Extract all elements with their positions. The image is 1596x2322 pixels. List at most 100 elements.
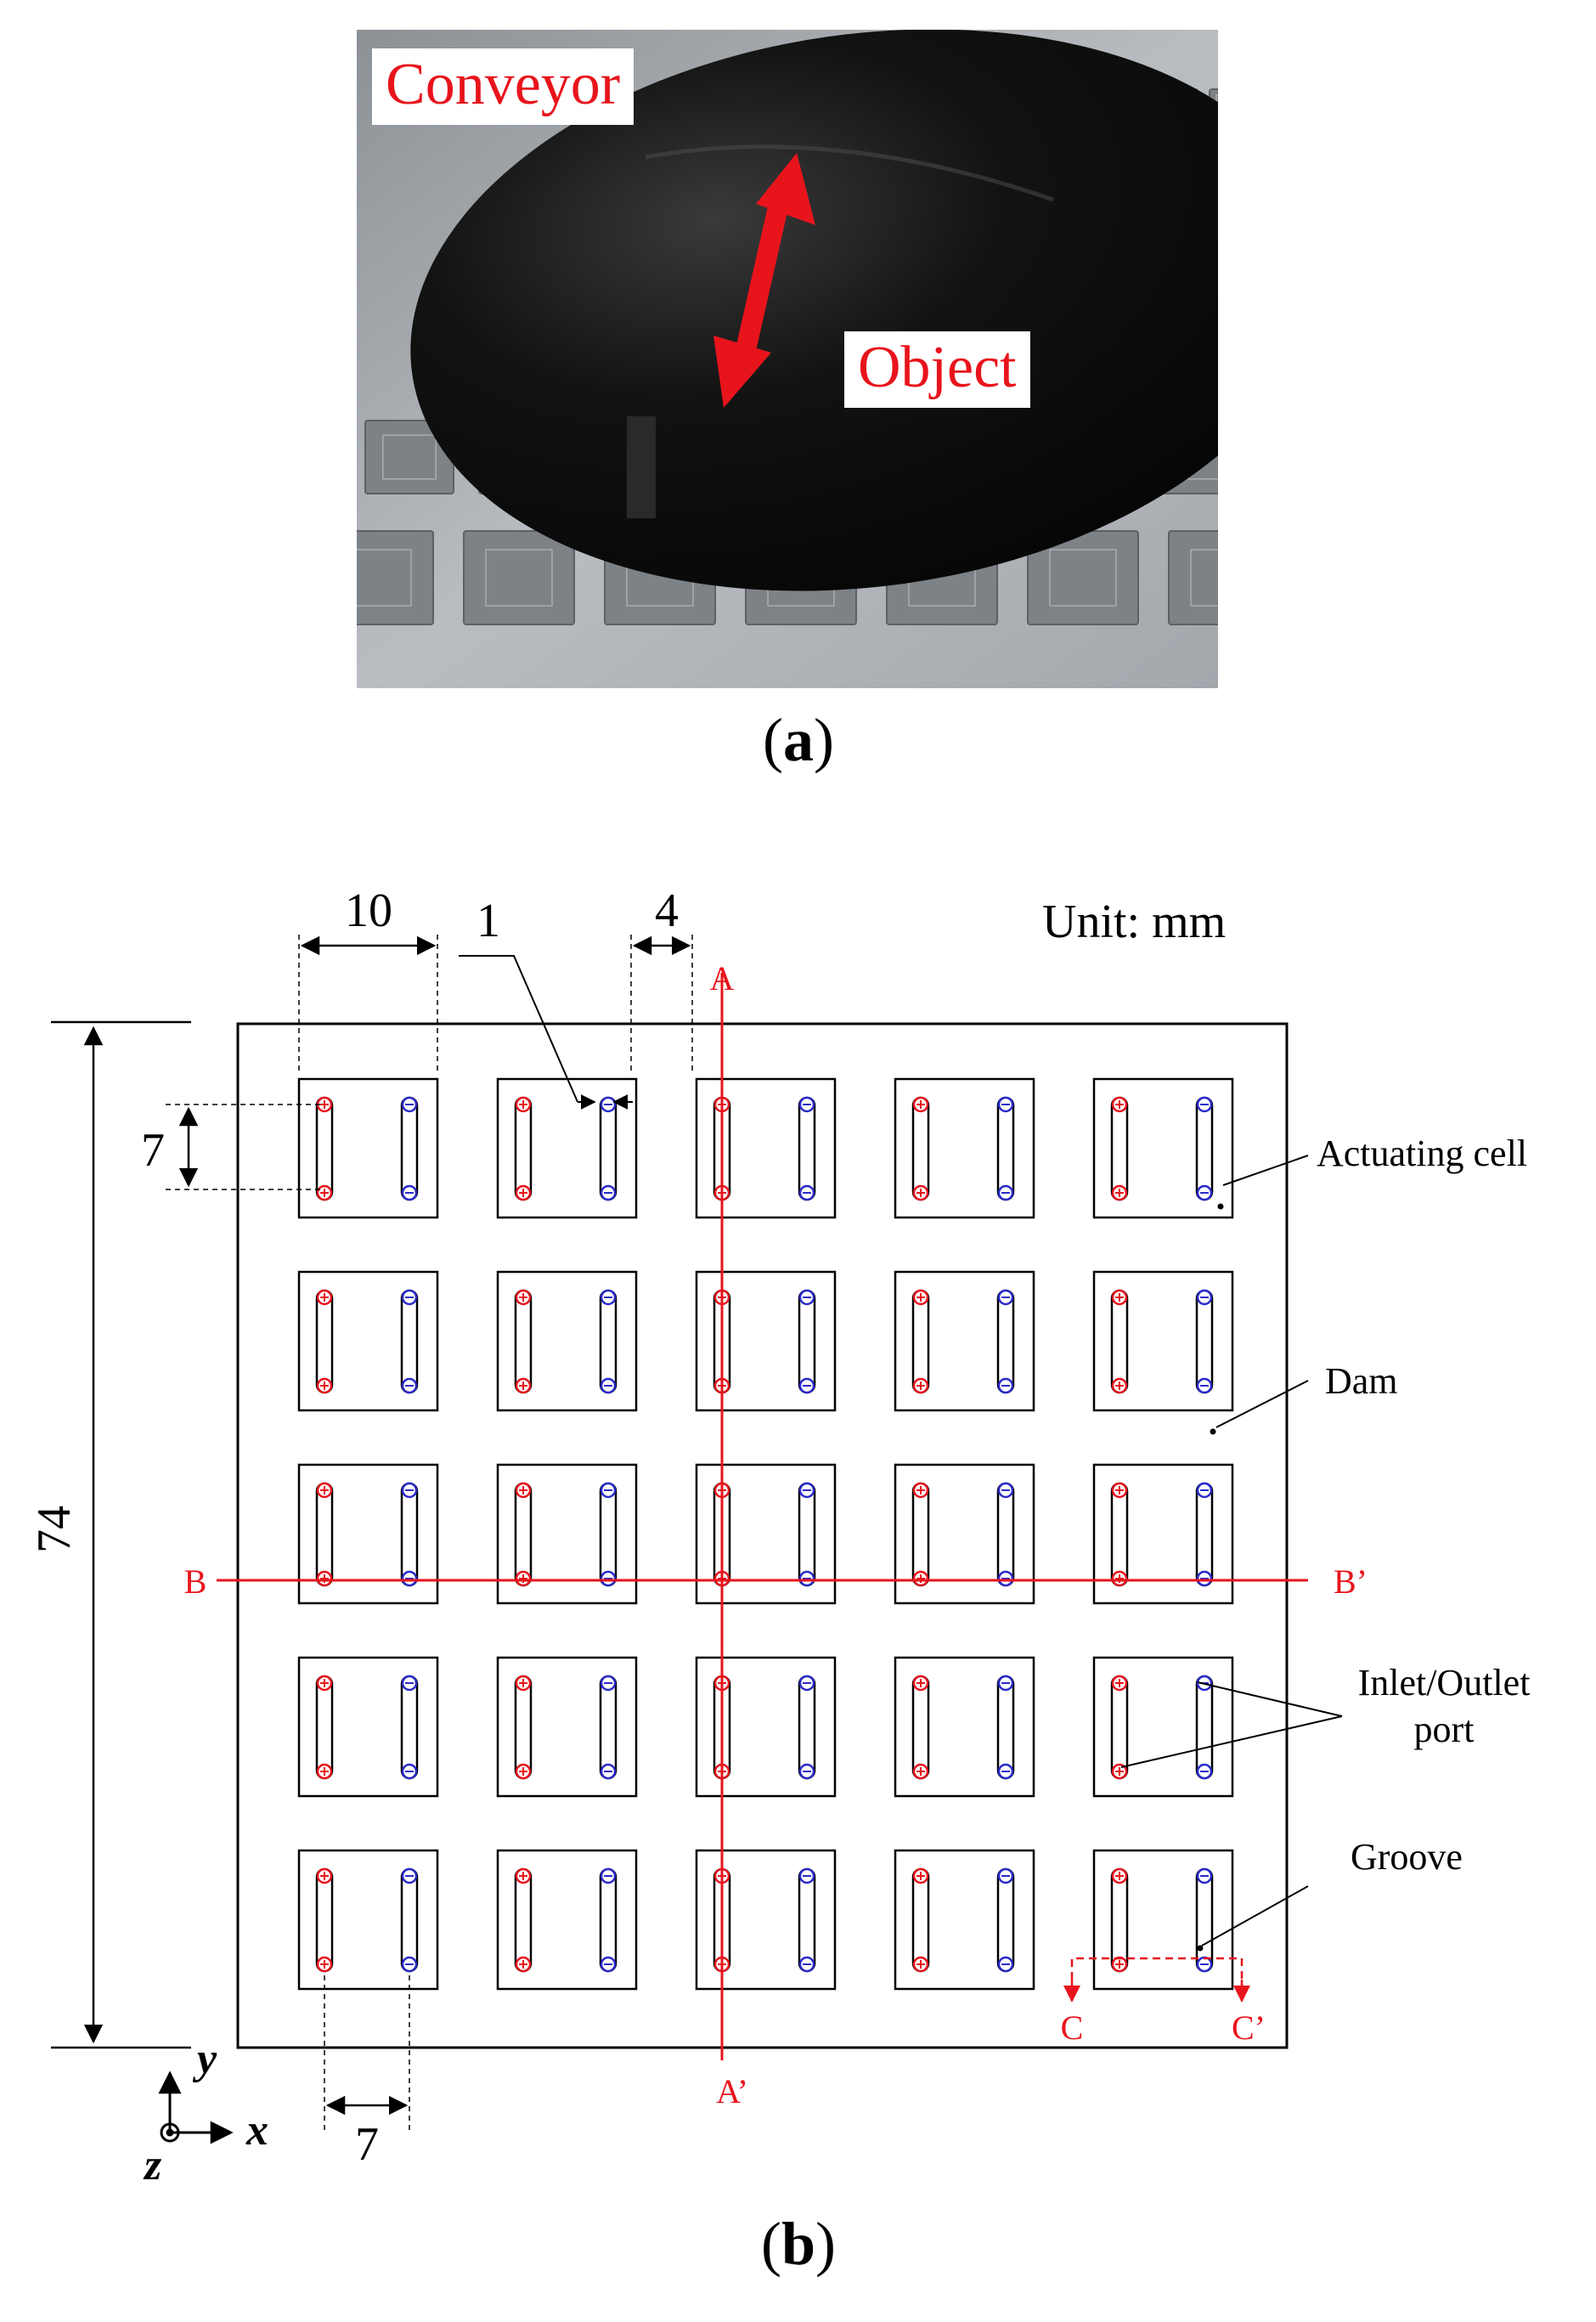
outlet-port [600,1675,617,1692]
inlet-port [316,1956,333,1973]
callout-leaders [1120,1155,1343,1952]
inlet-port [1111,1096,1128,1113]
wafer-notch-shadow [627,416,656,518]
outlet-port [1196,1482,1213,1499]
inlet-port [912,1482,929,1499]
actuating-cell [1092,1270,1234,1412]
actuating-cell [297,1849,439,1991]
outlet-port [600,1570,617,1587]
dimension-cell-width [298,935,438,1072]
caption-a-close: ) [814,706,834,774]
inlet-port [515,1289,532,1306]
actuating-cell [695,1656,837,1798]
actuating-cell [496,1270,638,1412]
dimension-gap [630,935,693,1072]
caption-b-letter: b [781,2210,816,2278]
photo-cell-groove [382,434,437,480]
actuating-cell [695,1270,837,1412]
inlet-port [912,1956,929,1973]
outlet-port [997,1763,1014,1780]
unit-label: Unit: mm [1042,895,1226,948]
section-label-a-prime: A’ [716,2072,748,2110]
photo-cell-groove [1049,549,1117,607]
caption-a-letter: a [783,706,814,774]
outlet-port [401,1867,418,1884]
caption-a: (a) [713,705,883,776]
callout-groove: Groove [1351,1836,1463,1878]
inlet-port [912,1763,929,1780]
outlet-port [997,1289,1014,1306]
outlet-port [600,1377,617,1394]
outlet-port [600,1956,617,1973]
outlet-port [997,1675,1014,1692]
inlet-port [515,1763,532,1780]
inlet-port [515,1867,532,1884]
inlet-port [1111,1289,1128,1306]
photo-cell [1168,530,1218,625]
actuating-cell [894,1849,1035,1991]
inlet-port [1111,1956,1128,1973]
outlet-port [1196,1289,1213,1306]
inlet-port [515,1956,532,1973]
outlet-port [798,1570,815,1587]
caption-b-open: ( [760,2210,781,2278]
outlet-port [401,1377,418,1394]
actuating-cell [1092,1656,1234,1798]
outlet-port [600,1096,617,1113]
actuating-cell [496,1656,638,1798]
schematic-panel: A A’ B B’ C C’ Unit: mm 10 4 [0,850,1596,2192]
actuating-cell [297,1077,439,1219]
photo-illustration [357,30,1218,688]
photo-cell-groove [485,549,553,607]
outlet-port [401,1570,418,1587]
inlet-port [1111,1377,1128,1394]
outlet-port [1196,1184,1213,1201]
outlet-port [600,1763,617,1780]
actuating-cell [894,1077,1035,1219]
photo-cell [463,530,575,625]
actuating-cell [894,1463,1035,1605]
actuating-cell [496,1463,638,1605]
actuating-cell [496,1849,638,1991]
axis-label-y: y [192,2035,217,2083]
inlet-port [316,1763,333,1780]
inlet-port [515,1675,532,1692]
inlet-port [316,1675,333,1692]
outlet-port [798,1096,815,1113]
dimension-port-pitch-y-label: 7 [141,1124,165,1177]
motion-double-arrow [713,153,815,408]
dimension-port-pitch-y [166,1104,321,1190]
dimension-cell-width-label: 10 [345,884,392,937]
object-label: Object [844,331,1030,408]
inlet-port [316,1867,333,1884]
outlet-port [997,1570,1014,1587]
caption-b: (b) [713,2209,883,2280]
inlet-port [912,1867,929,1884]
dimension-port-pitch-x-label: 7 [355,2118,379,2171]
outlet-port [401,1289,418,1306]
actuating-cell [496,1077,638,1219]
actuating-cell [695,1463,837,1605]
dimension-groove-width [459,955,633,1110]
outlet-port [600,1867,617,1884]
outlet-port [798,1867,815,1884]
actuating-cell [297,1463,439,1605]
callout-dam: Dam [1325,1360,1398,1402]
callout-actuating-cell: Actuating cell [1317,1133,1527,1174]
inlet-port [1111,1184,1128,1201]
caption-a-open: ( [763,706,783,774]
dam-outline [236,1022,1289,2049]
actuating-cell [297,1270,439,1412]
outlet-port [1196,1377,1213,1394]
outlet-port [798,1763,815,1780]
outlet-port [401,1675,418,1692]
dimension-total-height [51,1020,191,2049]
inlet-port [912,1289,929,1306]
inlet-port [1111,1867,1128,1884]
schematic-drawing: A A’ B B’ C C’ Unit: mm 10 4 [28,884,1530,2189]
outlet-port [997,1867,1014,1884]
callout-inlet-outlet-line2: port [1414,1709,1475,1750]
inlet-port [1111,1482,1128,1499]
inlet-port [912,1570,929,1587]
caption-b-close: ) [815,2210,836,2278]
